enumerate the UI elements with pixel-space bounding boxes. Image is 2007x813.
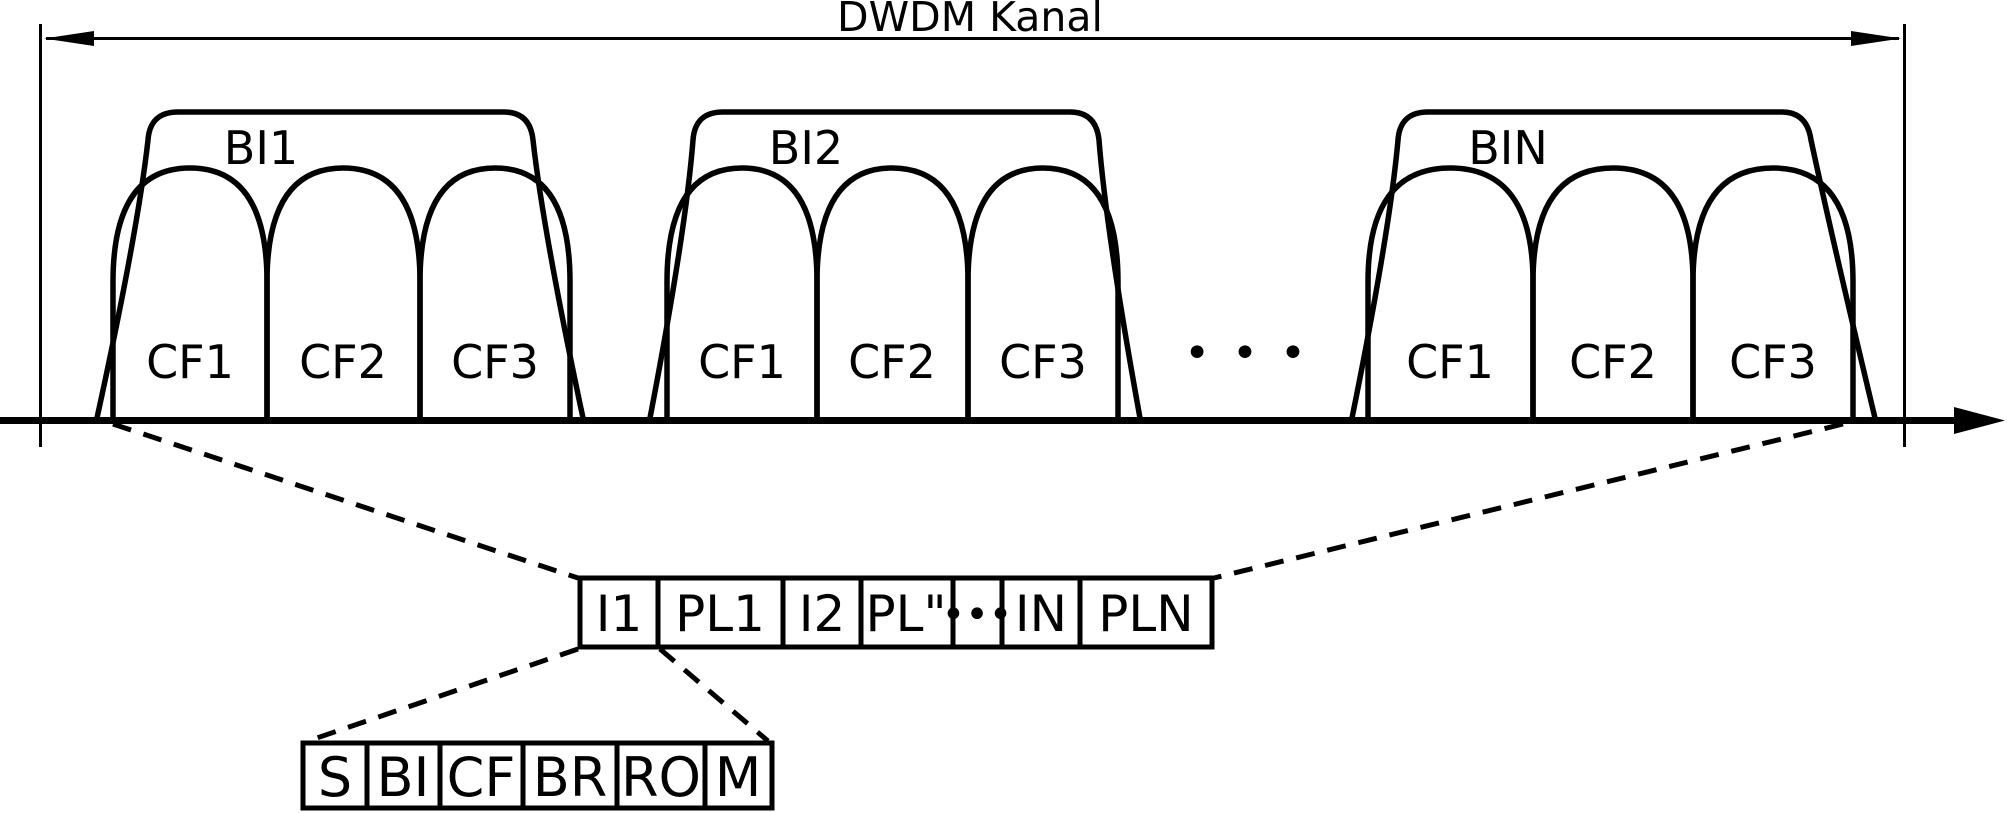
arrowhead-left-icon <box>44 31 94 46</box>
subframe-cell-label: M <box>715 746 762 809</box>
carrier-lobe <box>814 165 971 418</box>
carrier-lobe <box>417 165 573 418</box>
carrier-lobe <box>1530 165 1696 418</box>
carrier-lobe <box>664 165 820 418</box>
subframe-cell-label: BR <box>533 746 608 809</box>
band-envelope <box>647 109 1143 419</box>
connector-frame-right <box>658 647 770 743</box>
carrier-lobe <box>110 165 270 418</box>
frame-outline <box>577 575 1215 650</box>
subframe-box: S BI CF BR RO M <box>300 740 775 811</box>
frame-cell-label: PLN <box>1098 585 1193 643</box>
band-envelope <box>1349 109 1878 419</box>
carrier-lobe <box>965 165 1121 418</box>
bands-ellipsis: • • • <box>1184 328 1310 379</box>
subframe-cell-label: CF <box>447 746 516 809</box>
band-envelope <box>94 109 586 419</box>
carrier-label: CF3 <box>1729 335 1817 389</box>
band-bi2: BI2 CF1 CF2 CF3 <box>647 109 1143 419</box>
connector-spectrum-right <box>1213 421 1844 581</box>
frequency-axis <box>0 407 2005 434</box>
connector-spectrum-left <box>112 421 579 581</box>
diagram-title: DWDM Kanal <box>837 0 1103 41</box>
frame-cell-label: PL1 <box>675 585 765 643</box>
carrier-label: CF1 <box>146 335 234 389</box>
frame-cell-ellipsis: ••• <box>942 592 1013 638</box>
band-label: BIN <box>1468 121 1548 175</box>
carrier-label: CF2 <box>848 335 936 389</box>
carrier-label: CF3 <box>999 335 1087 389</box>
carrier-lobe <box>1690 165 1856 418</box>
band-bi1: BI1 CF1 CF2 CF3 <box>94 109 586 419</box>
frame-cell-label: I2 <box>799 585 846 643</box>
frame-cell-label: IN <box>1015 585 1067 643</box>
subframe-outline <box>300 740 775 811</box>
connector-frame-left <box>307 646 579 744</box>
band-bin: BIN CF1 CF2 CF3 <box>1349 109 1878 419</box>
frame-box: I1 PL1 I2 PL" ••• IN PLN <box>577 575 1215 650</box>
carrier-label: CF3 <box>451 335 539 389</box>
subframe-cell-label: BI <box>377 746 430 809</box>
carrier-lobe <box>1365 165 1536 418</box>
axis-arrowhead-icon <box>1954 407 2005 434</box>
band-label: BI1 <box>224 121 298 175</box>
carrier-label: CF1 <box>1406 335 1494 389</box>
frame-cell-label: I1 <box>596 585 643 643</box>
subframe-cell-label: S <box>318 746 352 809</box>
carrier-label: CF1 <box>698 335 786 389</box>
carrier-label: CF2 <box>299 335 387 389</box>
frame-cell-label: PL" <box>865 585 946 643</box>
carrier-lobe <box>264 165 423 418</box>
carrier-label: CF2 <box>1569 335 1657 389</box>
channel-measure: DWDM Kanal <box>39 0 1906 447</box>
subframe-cell-label: RO <box>621 746 701 809</box>
band-label: BI2 <box>769 121 843 175</box>
arrowhead-right-icon <box>1851 31 1901 46</box>
